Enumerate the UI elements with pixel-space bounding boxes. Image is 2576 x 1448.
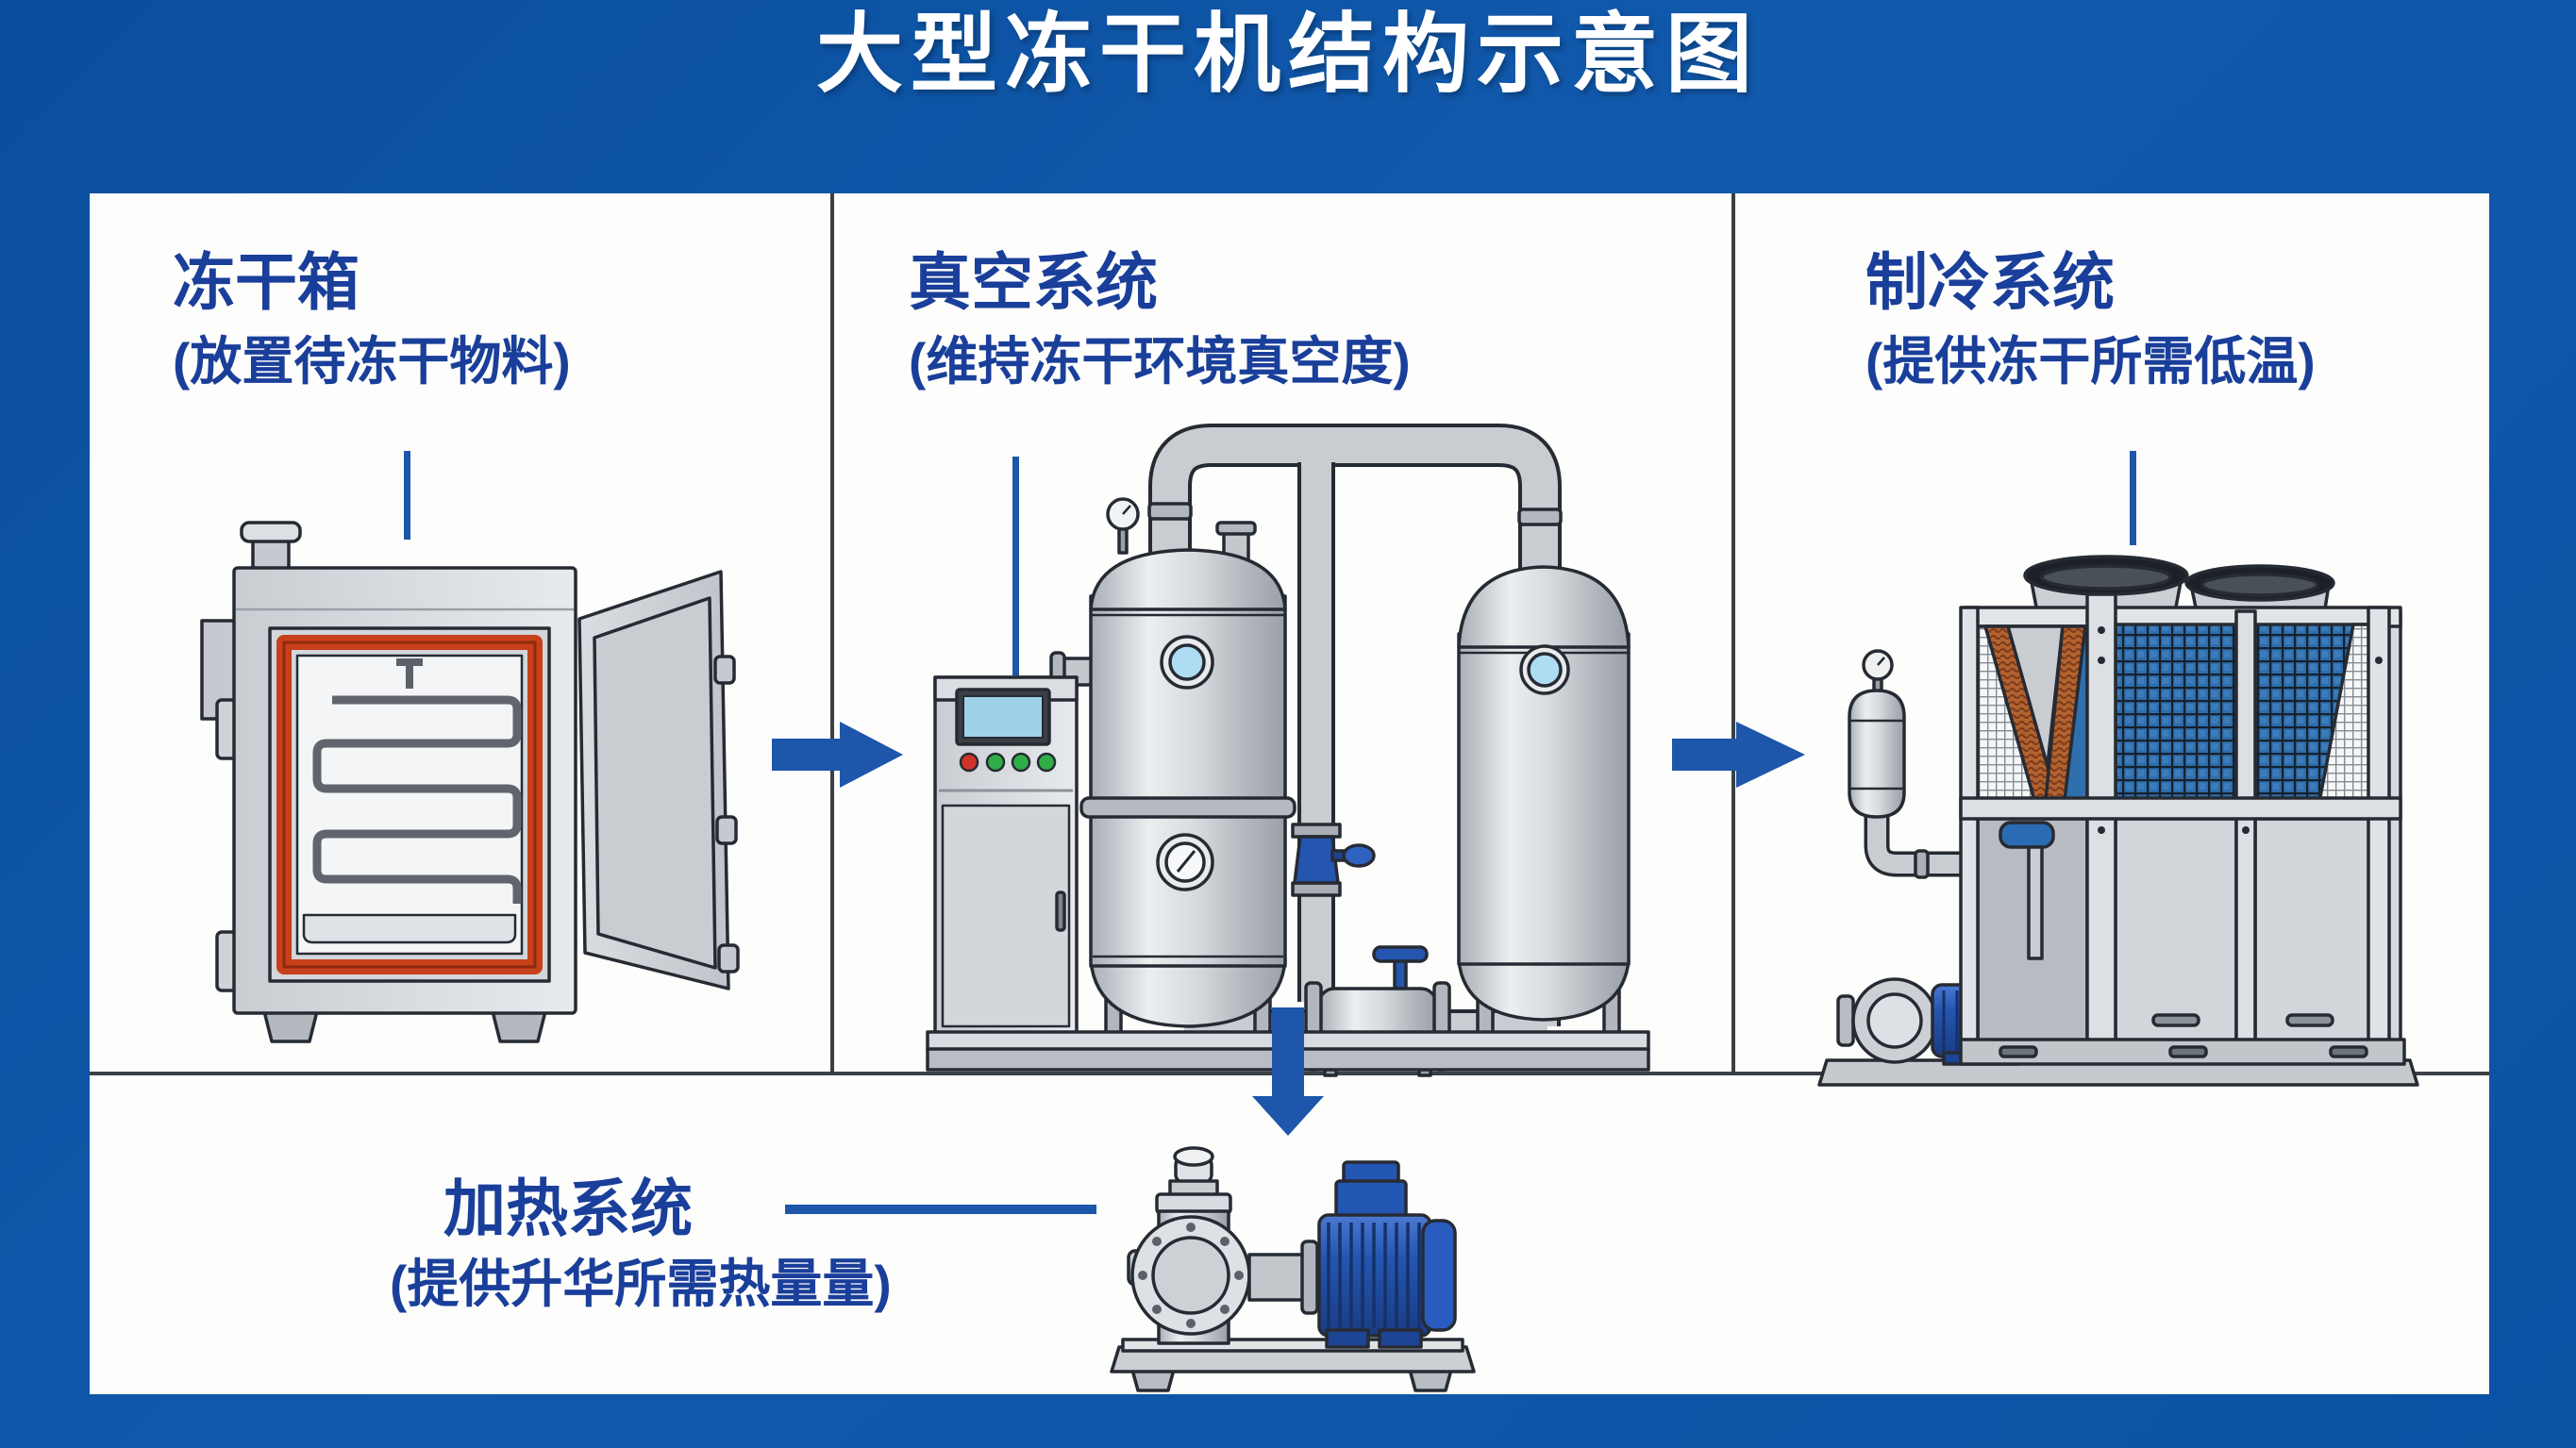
leader-line-vacuum xyxy=(1012,457,1019,675)
section-label-refrigeration: 制冷系统 (提供冻干所需低温) xyxy=(1865,251,2316,388)
refrigeration-title: 制冷系统 xyxy=(1865,247,2115,317)
refrigeration-subtitle: (提供冻干所需低温) xyxy=(1865,332,2316,391)
leader-lines xyxy=(404,451,2136,1214)
divider-vertical-2 xyxy=(1731,193,1735,1074)
divider-vertical-1 xyxy=(830,193,834,1074)
section-label-vacuum: 真空系统 (维持冻干环境真空度) xyxy=(909,251,1411,388)
section-label-heating: 加热系统 (提供升华所需热量量) xyxy=(390,1177,892,1310)
vacuum-system-illustration xyxy=(926,424,1650,1077)
section-label-chamber: 冻干箱 (放置待冻干物料) xyxy=(173,251,571,388)
leader-line-chamber xyxy=(404,451,410,540)
down-arrow-vacuum-to-heating xyxy=(1252,1007,1324,1136)
page-title: 大型冻干机结构示意图 xyxy=(815,7,1760,103)
vacuum-subtitle: (维持冻干环境真空度) xyxy=(909,332,1411,391)
chamber-subtitle: (放置待冻干物料) xyxy=(173,332,571,391)
leader-line-heating xyxy=(785,1205,1096,1214)
right-arrow-chamber-to-vacuum xyxy=(772,722,903,788)
heating-subtitle: (提供升华所需热量量) xyxy=(390,1255,892,1313)
flow-arrows xyxy=(772,722,1805,1136)
leader-line-refrigeration xyxy=(2130,451,2136,545)
refrigeration-system-illustration xyxy=(1817,555,2419,1087)
right-arrow-vacuum-to-refrigeration xyxy=(1672,722,1805,788)
vacuum-title: 真空系统 xyxy=(909,247,1158,317)
chamber-title: 冻干箱 xyxy=(173,247,360,317)
heating-pump-illustration xyxy=(1110,1146,1476,1392)
freeze-dryer-chamber-illustration xyxy=(200,521,740,1043)
heating-title: 加热系统 xyxy=(443,1173,693,1243)
